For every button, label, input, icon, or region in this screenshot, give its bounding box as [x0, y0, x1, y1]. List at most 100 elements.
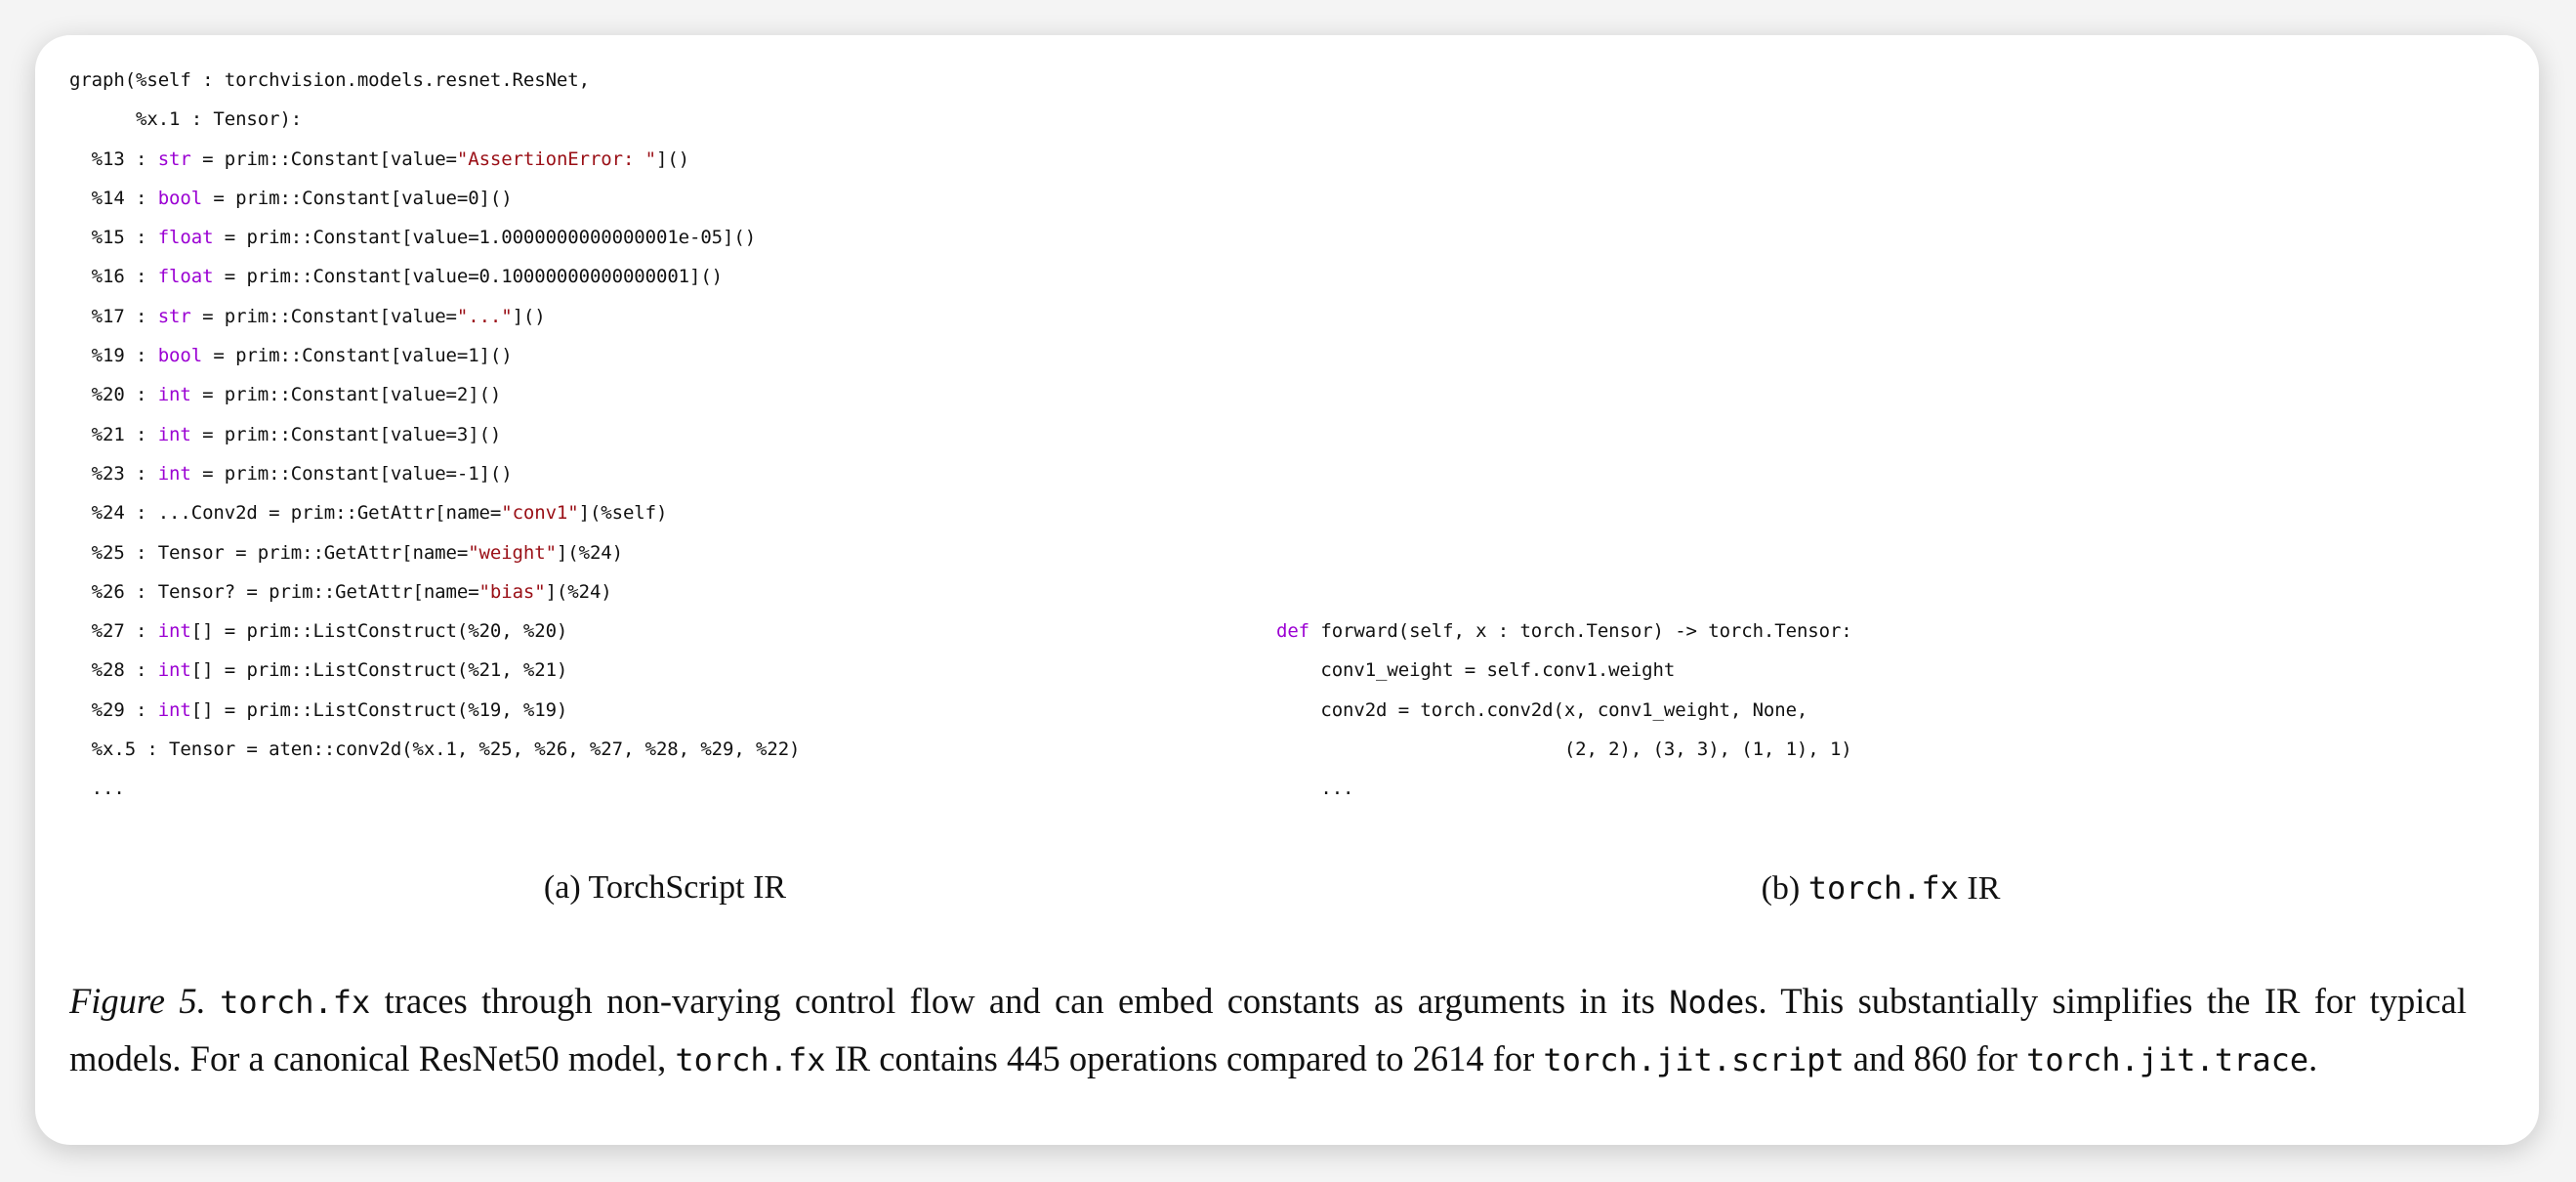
- code-line: %26 : Tensor? = prim::GetAttr[name="bias…: [69, 572, 800, 612]
- code-line: %15 : float = prim::Constant[value=1.000…: [69, 218, 800, 257]
- code-line: %13 : str = prim::Constant[value="Assert…: [69, 140, 800, 179]
- code-line: %27 : int[] = prim::ListConstruct(%20, %…: [69, 612, 800, 651]
- code-line: %20 : int = prim::Constant[value=2](): [69, 375, 800, 414]
- code-text: %13 :: [69, 148, 158, 170]
- subcaption-b-code: torch.fx: [1807, 869, 1959, 907]
- code-text: %29 :: [69, 698, 158, 721]
- code-keyword: bool: [157, 187, 203, 209]
- code-keyword: int: [157, 462, 191, 485]
- code-text: %14 :: [69, 187, 158, 209]
- caption-code: torch.fx: [220, 984, 371, 1021]
- caption-text: s. This substantially simplifies the IR …: [69, 981, 2467, 1078]
- code-keyword: int: [157, 384, 191, 406]
- code-text: %19 :: [69, 345, 158, 367]
- code-line: ...: [1276, 769, 1852, 808]
- code-string: "weight": [468, 541, 557, 564]
- code-line: conv1_weight = self.conv1.weight: [1276, 651, 1852, 690]
- subcaption-a-label: (a): [543, 869, 581, 906]
- caption-code: torch.jit.script: [1543, 1041, 1845, 1078]
- caption-text: .: [2308, 1038, 2318, 1078]
- code-line: %17 : str = prim::Constant[value="..."](…: [69, 297, 800, 336]
- code-keyword: str: [157, 148, 191, 170]
- code-keyword: def: [1276, 620, 1310, 642]
- code-line: def forward(self, x : torch.Tensor) -> t…: [1276, 612, 1852, 651]
- code-text: = prim::Constant[value=0.100000000000000…: [213, 266, 724, 288]
- caption-text: and 860 for: [1844, 1038, 2027, 1078]
- code-text: %25 : Tensor = prim::GetAttr[name=: [69, 541, 469, 564]
- code-text: %28 :: [69, 659, 158, 682]
- code-text: ](%24): [556, 541, 623, 564]
- code-text: %21 :: [69, 423, 158, 445]
- code-string: "conv1": [501, 502, 579, 525]
- caption-body: torch.fx traces through non-varying cont…: [69, 981, 2467, 1078]
- code-line: %19 : bool = prim::Constant[value=1](): [69, 336, 800, 375]
- subcaption-a: (a) TorchScript IR: [544, 869, 786, 907]
- code-keyword: int: [157, 423, 191, 445]
- code-text: = prim::Constant[value=: [190, 148, 457, 170]
- subcaption-a-text: TorchScript IR: [588, 869, 787, 906]
- code-line: %21 : int = prim::Constant[value=3](): [69, 415, 800, 454]
- code-line: %29 : int[] = prim::ListConstruct(%19, %…: [69, 691, 800, 730]
- code-text: %23 :: [69, 462, 158, 485]
- code-text: = prim::Constant[value=3](): [190, 423, 502, 445]
- code-text: = prim::Constant[value=0](): [202, 187, 513, 209]
- code-text: ](%self): [578, 502, 668, 525]
- caption-text: traces through non-varying control flow …: [370, 981, 1670, 1021]
- code-text: graph(%self : torchvision.models.resnet.…: [69, 69, 590, 91]
- code-line: %28 : int[] = prim::ListConstruct(%21, %…: [69, 651, 800, 690]
- code-text: %x.5 : Tensor = aten::conv2d(%x.1, %25, …: [69, 739, 801, 761]
- code-text: conv2d = torch.conv2d(x, conv1_weight, N…: [1276, 698, 1808, 721]
- torchscript-ir-code-block: graph(%self : torchvision.models.resnet.…: [69, 61, 800, 809]
- code-line: graph(%self : torchvision.models.resnet.…: [69, 61, 800, 100]
- code-line: ...: [69, 769, 800, 808]
- code-text: %27 :: [69, 620, 158, 643]
- code-keyword: float: [157, 266, 214, 288]
- code-keyword: int: [157, 620, 191, 643]
- code-text: = prim::Constant[value=: [190, 305, 457, 327]
- code-text: %15 :: [69, 227, 158, 249]
- caption-code: torch.fx: [675, 1041, 826, 1078]
- code-line: %x.1 : Tensor):: [69, 100, 800, 139]
- subcaption-b-label: (b): [1761, 870, 1801, 907]
- code-line: %23 : int = prim::Constant[value=-1](): [69, 454, 800, 493]
- code-text: %16 :: [69, 266, 158, 288]
- code-line: %16 : float = prim::Constant[value=0.100…: [69, 257, 800, 296]
- code-line: %25 : Tensor = prim::GetAttr[name="weigh…: [69, 533, 800, 572]
- code-keyword: int: [157, 698, 191, 721]
- code-text: %x.1 : Tensor):: [69, 108, 303, 131]
- code-text: [] = prim::ListConstruct(%19, %19): [190, 698, 568, 721]
- code-text: [] = prim::ListConstruct(%21, %21): [190, 659, 568, 682]
- caption-code: torch.jit.trace: [2026, 1041, 2309, 1078]
- code-line: %x.5 : Tensor = aten::conv2d(%x.1, %25, …: [69, 730, 801, 769]
- code-text: ](): [656, 148, 690, 170]
- code-keyword: int: [157, 659, 191, 682]
- caption-code: Node: [1669, 984, 1745, 1021]
- figure-label: Figure 5.: [69, 981, 206, 1021]
- code-text: [] = prim::ListConstruct(%20, %20): [190, 620, 568, 643]
- code-text: %17 :: [69, 305, 158, 327]
- code-line: %24 : ...Conv2d = prim::GetAttr[name="co…: [69, 493, 800, 532]
- code-line: %14 : bool = prim::Constant[value=0](): [69, 179, 800, 218]
- code-text: (2, 2), (3, 3), (1, 1), 1): [1276, 738, 1852, 760]
- code-text: = prim::Constant[value=-1](): [190, 462, 513, 485]
- code-text: %26 : Tensor? = prim::GetAttr[name=: [69, 580, 479, 603]
- code-text: ...: [69, 778, 125, 800]
- code-text: ...: [1276, 778, 1354, 800]
- code-text: ](): [512, 305, 546, 327]
- code-keyword: float: [157, 227, 214, 249]
- code-keyword: str: [157, 305, 191, 327]
- code-text: = prim::Constant[value=1](): [202, 345, 513, 367]
- caption-text: IR contains 445 operations compared to 2…: [825, 1038, 1544, 1078]
- code-text: conv1_weight = self.conv1.weight: [1276, 659, 1676, 682]
- figure-caption: Figure 5. torch.fx traces through non-va…: [69, 973, 2467, 1088]
- code-text: %20 :: [69, 384, 158, 406]
- figure-card: [35, 35, 2539, 1145]
- code-line: (2, 2), (3, 3), (1, 1), 1): [1276, 730, 1852, 769]
- code-text: ](%24): [545, 580, 612, 603]
- code-text: = prim::Constant[value=2](): [190, 384, 502, 406]
- code-text: = prim::Constant[value=1.000000000000000…: [213, 227, 757, 249]
- subcaption-b: (b) torch.fx IR: [1762, 869, 2001, 908]
- torch-fx-ir-code-block: def forward(self, x : torch.Tensor) -> t…: [1276, 612, 1852, 808]
- code-line: conv2d = torch.conv2d(x, conv1_weight, N…: [1276, 691, 1852, 730]
- code-string: "...": [456, 305, 513, 327]
